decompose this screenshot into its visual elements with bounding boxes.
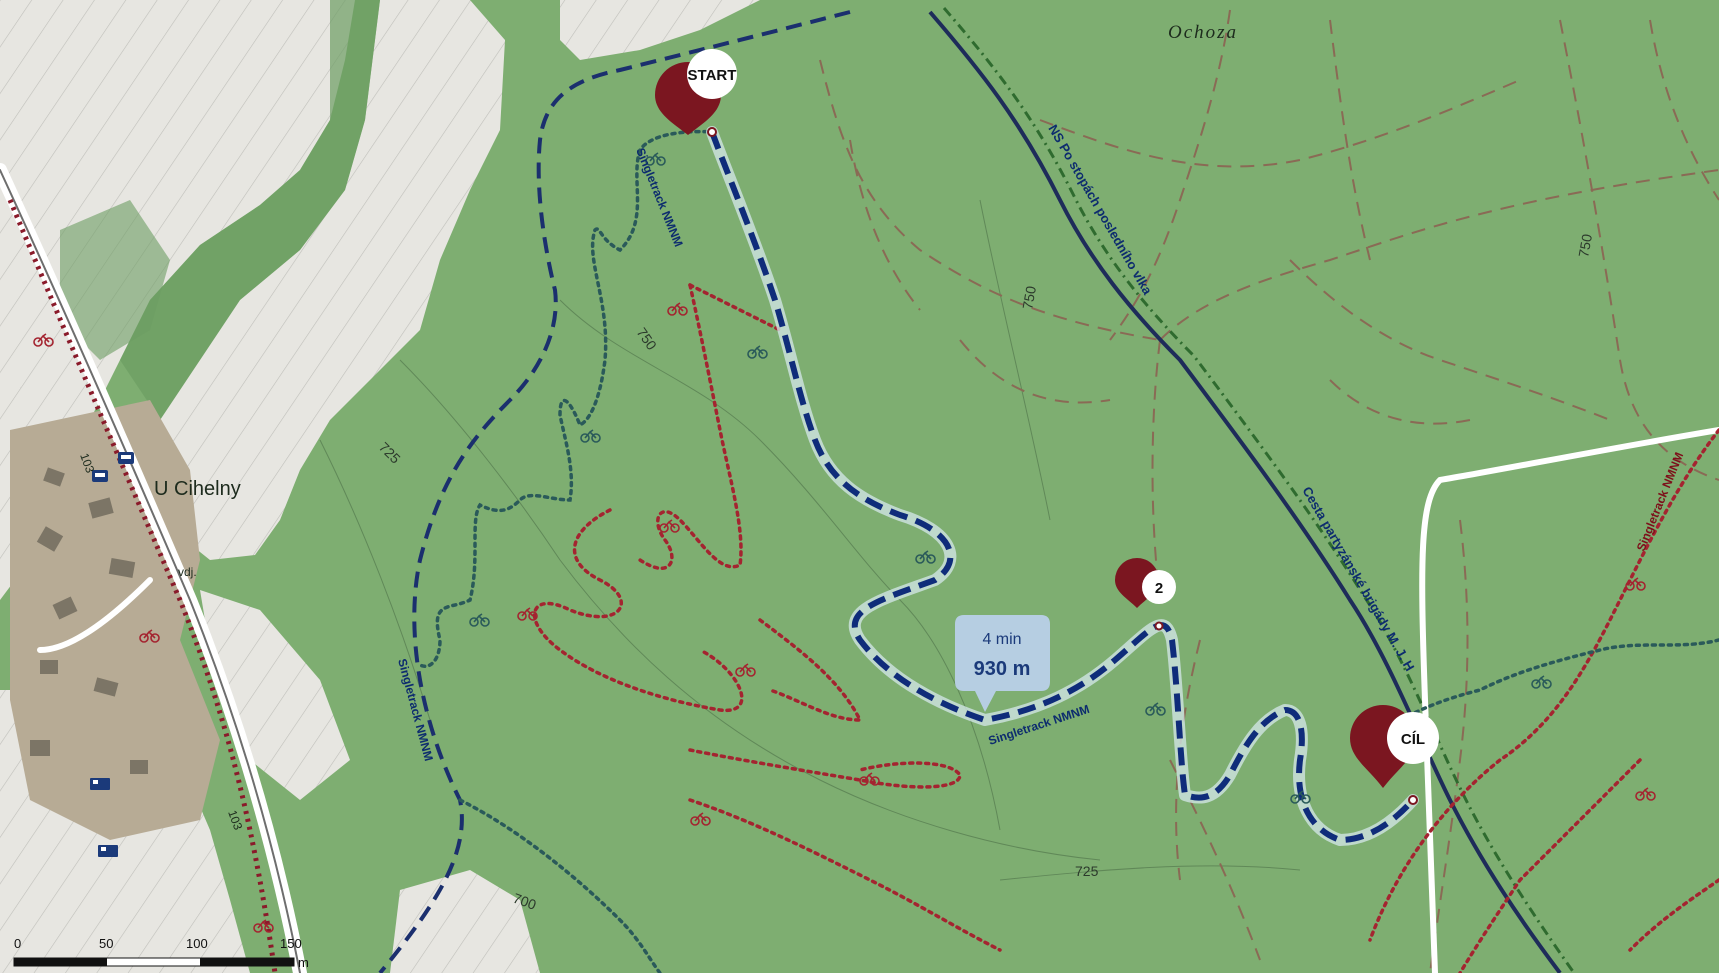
contour-label: 750 <box>1575 233 1595 259</box>
route-info-tooltip[interactable]: 4 min 930 m <box>955 615 1050 712</box>
outer-trail <box>378 10 851 973</box>
bed-icon <box>90 778 110 790</box>
meadow-area <box>200 590 350 800</box>
bike-icon <box>859 772 880 786</box>
bike-icon <box>517 607 538 621</box>
finish-marker[interactable]: CÍL <box>1350 705 1439 805</box>
scale-tick-label: 0 <box>14 936 21 951</box>
area-label: Ochoza <box>1168 22 1238 43</box>
bike-icon <box>1635 787 1656 801</box>
route-duration: 4 min <box>982 631 1021 648</box>
finish-marker-label: CÍL <box>1401 731 1425 748</box>
bike-icon <box>1290 790 1311 804</box>
marker-pin-circle <box>1387 712 1439 764</box>
bike-icon <box>645 152 666 166</box>
contour-lines <box>319 199 1301 881</box>
bike-icon <box>747 345 768 359</box>
contour-label: 700 <box>511 890 539 913</box>
bike-icons <box>33 152 1656 933</box>
marker-pin-dot <box>1408 795 1418 805</box>
bike-icon <box>580 429 601 443</box>
bike-icon <box>1625 577 1646 591</box>
meadow-area <box>390 870 540 973</box>
buildings <box>30 467 148 774</box>
teal-singletracks <box>418 129 1719 973</box>
marker-pin-dot <box>1154 621 1164 631</box>
forest-patch <box>120 0 380 420</box>
marker-pin-circle <box>687 49 737 99</box>
bus-stop-icons <box>90 452 134 857</box>
waypoint-marker-label: 2 <box>1155 580 1163 597</box>
start-marker[interactable]: START <box>655 49 737 137</box>
bike-icon <box>469 613 490 627</box>
bed-icon <box>98 845 118 857</box>
bike-icon <box>735 663 756 677</box>
scale-bar: 0 50 100 150 m <box>13 936 309 970</box>
red-trails <box>532 283 1719 973</box>
bike-icon <box>33 333 54 347</box>
tooltip-box <box>955 615 1050 712</box>
bike-icon <box>667 302 688 316</box>
waterworks-label: vdj. <box>178 565 197 579</box>
bike-icon <box>253 919 274 933</box>
marker-pin-dot <box>707 127 717 137</box>
forest-patch <box>60 200 170 360</box>
bike-icon <box>1145 702 1166 716</box>
start-marker-label: START <box>688 67 737 84</box>
bike-icon <box>915 550 936 564</box>
village-area <box>10 400 220 840</box>
road-bike-route <box>7 199 278 973</box>
bike-icon <box>139 629 160 643</box>
ns-trail-road <box>928 10 1562 973</box>
road-number-label: 103 <box>77 451 97 475</box>
road-number-label: 103 <box>225 808 245 832</box>
bus-stop-icon <box>92 470 108 482</box>
bike-icon <box>1531 675 1552 689</box>
contour-label: 750 <box>1019 285 1039 311</box>
bike-icon <box>659 519 680 533</box>
bus-stop-icon <box>118 452 134 464</box>
scale-tick-label: 150 <box>280 936 302 951</box>
meadow-area <box>560 0 760 60</box>
contour-label: 725 <box>1075 863 1099 879</box>
scale-tick-label: 100 <box>186 936 208 951</box>
route-distance: 930 m <box>974 658 1031 680</box>
marker-pin-circle <box>1142 570 1176 604</box>
scale-tick-label: 50 <box>99 936 113 951</box>
bike-icon <box>690 812 711 826</box>
meadow-area <box>0 0 355 600</box>
meadow-area <box>130 0 505 560</box>
route-path[interactable] <box>709 130 1416 843</box>
scale-unit-label: m <box>298 955 309 970</box>
forest-paths <box>819 9 1719 973</box>
place-label: U Cihelny <box>154 478 241 500</box>
paved-roads <box>0 163 1719 973</box>
waypoint-marker[interactable]: 2 <box>1115 558 1176 631</box>
